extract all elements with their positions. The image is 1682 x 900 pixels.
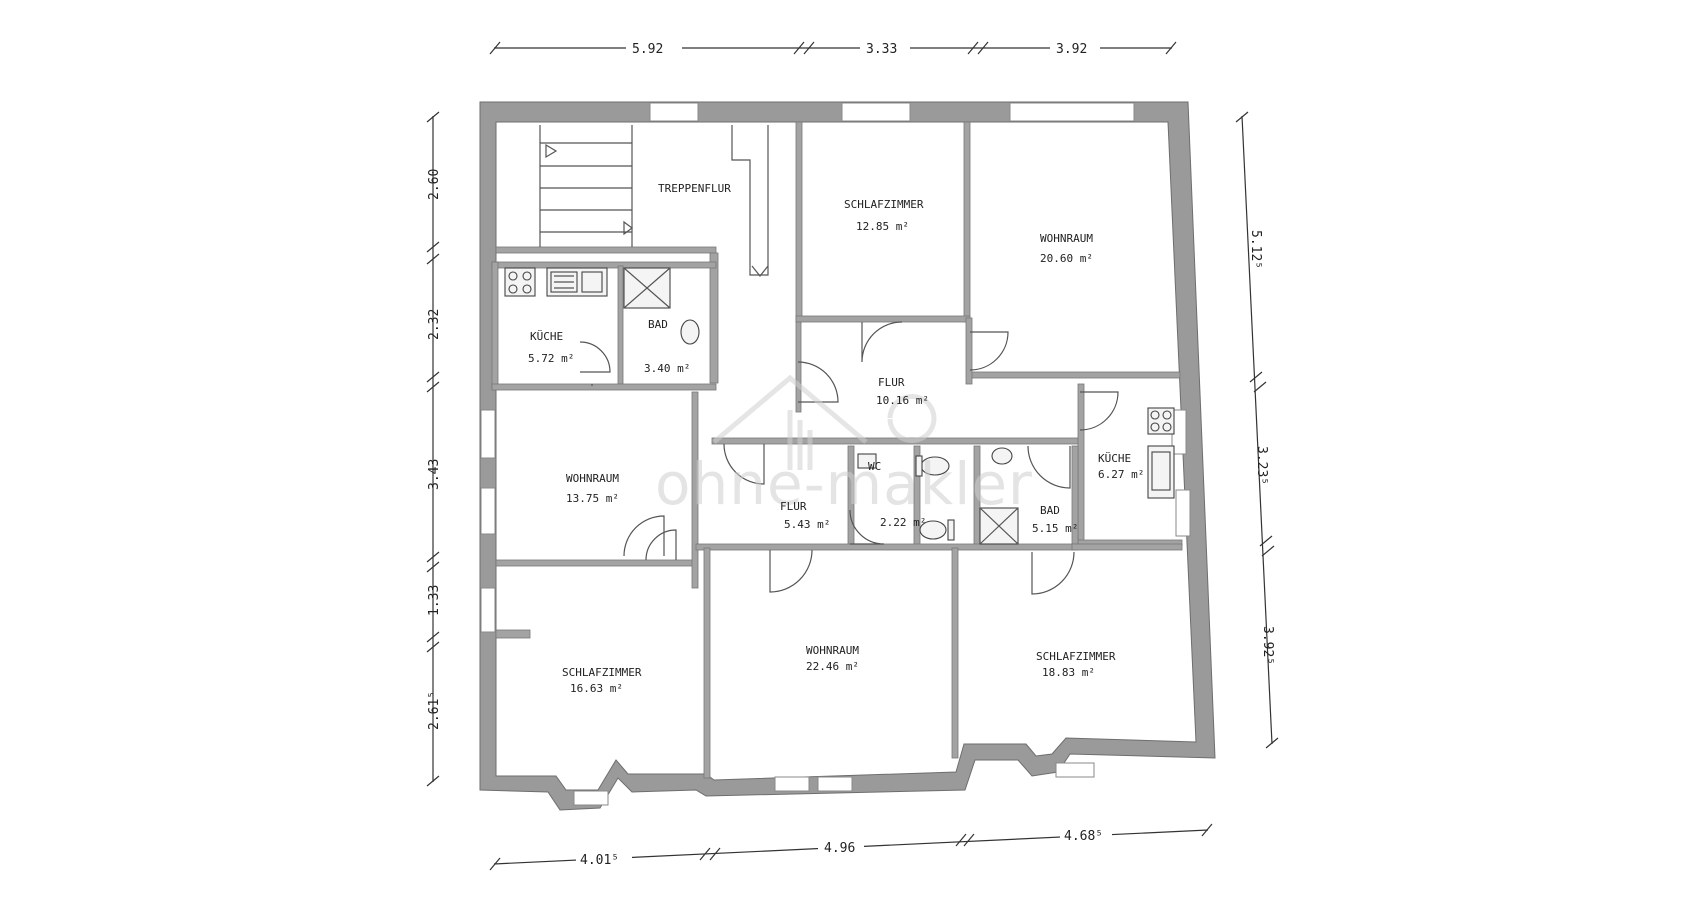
room-area: 13.75 m²	[566, 492, 619, 505]
room-area: 16.63 m²	[570, 682, 623, 695]
window	[1055, 762, 1095, 778]
room-area: 5.15 m²	[1032, 522, 1078, 535]
interior-wall	[491, 261, 499, 389]
interior-wall	[967, 371, 1181, 379]
kitchen-fixtures-right	[1147, 407, 1175, 499]
window	[841, 102, 911, 122]
interior-wall	[491, 383, 717, 391]
interior-wall	[795, 321, 802, 413]
dimension-label: 5.92	[632, 42, 663, 57]
dimension-right	[1235, 111, 1279, 749]
outer-walls	[479, 101, 1216, 811]
interior-wall	[1077, 383, 1085, 545]
dimension-label: 2.32	[427, 309, 442, 340]
interior-wall	[795, 121, 803, 323]
dimension-left	[426, 111, 440, 787]
window	[649, 102, 699, 122]
dimension-label: 3.43	[427, 459, 442, 490]
dimension-top	[489, 38, 1177, 56]
watermark-text: ohne-makler	[655, 450, 1033, 518]
room-label: BAD	[648, 318, 668, 331]
room-label: FLUR	[780, 500, 807, 513]
room-label: KÜCHE	[1098, 452, 1131, 465]
interior-wall	[711, 437, 1079, 445]
interior-wall	[491, 261, 717, 269]
room-area: 22.46 m²	[806, 660, 859, 673]
interior-wall	[703, 547, 711, 779]
interior-wall	[965, 317, 973, 385]
watermark-logo: ohne-makler	[655, 374, 1033, 518]
doors	[579, 321, 1119, 595]
room-label: WOHNRAUM	[1040, 232, 1093, 245]
window	[480, 409, 496, 459]
interior-wall	[1071, 543, 1183, 551]
interior-wall	[617, 265, 624, 385]
dimension-label: 3.33	[866, 42, 897, 57]
wc-fixtures	[857, 447, 1019, 545]
interior-wall	[709, 252, 719, 384]
dimension-label: 4.01⁵	[580, 853, 619, 868]
window	[480, 487, 496, 535]
interior-wall	[691, 391, 699, 589]
room-label: BAD	[1040, 504, 1060, 517]
room-label: FLUR	[878, 376, 905, 389]
window	[1009, 102, 1135, 122]
room-label: SCHLAFZIMMER	[562, 666, 642, 679]
room-area: 18.83 m²	[1042, 666, 1095, 679]
dimension-label: 4.68⁵	[1064, 829, 1103, 844]
room-area: 5.72 m²	[528, 352, 574, 365]
window	[573, 790, 609, 806]
dimension-label: 4.96	[824, 841, 855, 856]
interior-wall	[951, 547, 959, 759]
room-label: WOHNRAUM	[806, 644, 859, 657]
room-label: SCHLAFZIMMER	[844, 198, 924, 211]
room-area: 10.16 m²	[876, 394, 929, 407]
window	[817, 776, 853, 792]
interior-wall	[695, 543, 1079, 551]
window	[1175, 489, 1191, 537]
room-area: 3.40 m²	[644, 362, 690, 375]
dimension-label: 1.33	[427, 585, 442, 616]
staircase	[539, 125, 769, 277]
window	[480, 587, 496, 633]
window	[774, 776, 810, 792]
room-area: 12.85 m²	[856, 220, 909, 233]
interior-wall	[495, 559, 697, 567]
interior-wall	[495, 629, 531, 639]
room-area: 2.22 m²	[880, 516, 926, 529]
room-area: 5.43 m²	[784, 518, 830, 531]
room-label: KÜCHE	[530, 330, 563, 343]
room-label: WC	[868, 460, 881, 473]
room-label: SCHLAFZIMMER	[1036, 650, 1116, 663]
bathroom-fixtures-left	[623, 267, 700, 345]
dimension-label: 5.12⁵	[1248, 230, 1263, 269]
room-area: 20.60 m²	[1040, 252, 1093, 265]
dimension-label: 3.92⁵	[1260, 626, 1275, 665]
interior-wall	[963, 121, 971, 323]
dimension-label: 3.92	[1056, 42, 1087, 57]
dimension-label: 2.60	[427, 169, 442, 200]
room-label: TREPPENFLUR	[658, 182, 731, 195]
interior-wall	[495, 246, 717, 254]
interior-wall	[795, 315, 971, 323]
room-area: 6.27 m²	[1098, 468, 1144, 481]
room-label: WOHNRAUM	[566, 472, 619, 485]
dimension-label: 2.61⁵	[427, 691, 442, 730]
dimension-label: 3.23⁵	[1254, 446, 1269, 485]
kitchen-fixtures-left	[504, 267, 608, 297]
dimension-bottom	[489, 823, 1213, 871]
